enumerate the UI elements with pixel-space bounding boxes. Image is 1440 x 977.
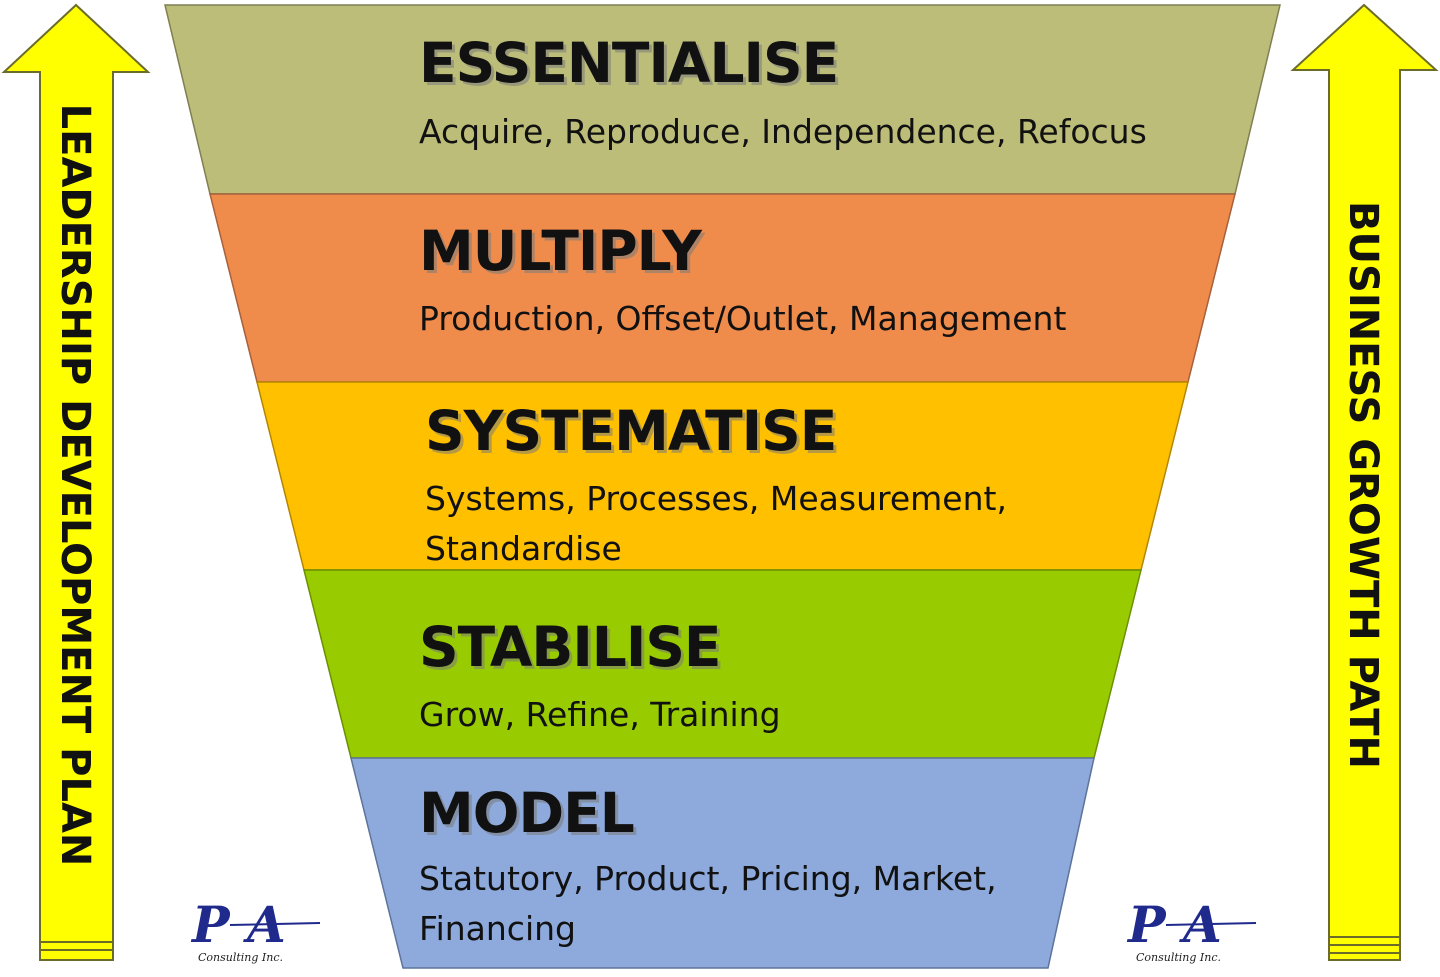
layer-multiply: MULTIPLY MULTIPLY Production, Offset/Out… [209,193,1236,383]
layer-systematise-title: SYSTEMATISE [425,399,836,463]
layer-title-shadow: STABILISE [422,618,724,682]
layer-stabilise-title: STABILISE [419,615,721,679]
logo-swoosh [229,922,321,926]
logo-swoosh [1165,922,1257,926]
business-arrow-shape [1290,3,1439,961]
leadership-arrow: LEADERSHIP DEVELOPMENT PLAN [1,3,151,961]
layer-stabilise-desc: Grow, Refine, Training [419,695,781,734]
business-arrow: BUSINESS GROWTH PATH [1290,3,1439,961]
logo-subtitle: Consulting Inc. [1136,951,1221,964]
layer-essentialise-desc: Acquire, Reproduce, Independence, Refocu… [419,112,1147,151]
layer-systematise: SYSTEMATISE SYSTEMATISE Systems, Process… [256,381,1189,571]
layer-model-desc-line1: Statutory, Product, Pricing, Market, [419,859,997,898]
layer-systematise-desc-line1: Systems, Processes, Measurement, [425,479,1007,518]
layer-stabilise: STABILISE STABILISE Grow, Refine, Traini… [303,569,1142,759]
layer-model-shape [350,757,1095,969]
layer-title-shadow: SYSTEMATISE [428,402,839,466]
layer-multiply-title: MULTIPLY [419,219,703,283]
layer-essentialise-title: ESSENTIALISE [419,31,838,95]
layer-title-shadow: MODEL [422,784,637,848]
business-arrow-label: BUSINESS GROWTH PATH [1340,201,1386,769]
layer-essentialise: ESSENTIALISE ESSENTIALISE Acquire, Repro… [164,4,1281,195]
logo-right: P A Consulting Inc. [1126,895,1257,964]
layer-model-title: MODEL [419,781,634,845]
leadership-arrow-label: LEADERSHIP DEVELOPMENT PLAN [52,104,98,867]
layer-model: MODEL MODEL Statutory, Product, Pricing,… [350,757,1095,969]
layer-multiply-desc: Production, Offset/Outlet, Management [419,299,1066,338]
layer-model-desc-line2: Financing [419,909,576,948]
layer-systematise-desc-line2: Standardise [425,529,622,568]
logo-subtitle: Consulting Inc. [198,951,283,964]
layer-title-shadow: ESSENTIALISE [422,34,841,98]
leadership-arrow-shape [1,3,151,961]
layer-title-shadow: MULTIPLY [422,222,706,286]
logo-left: P A Consulting Inc. [190,895,321,964]
layer-multiply-shape [209,193,1236,383]
